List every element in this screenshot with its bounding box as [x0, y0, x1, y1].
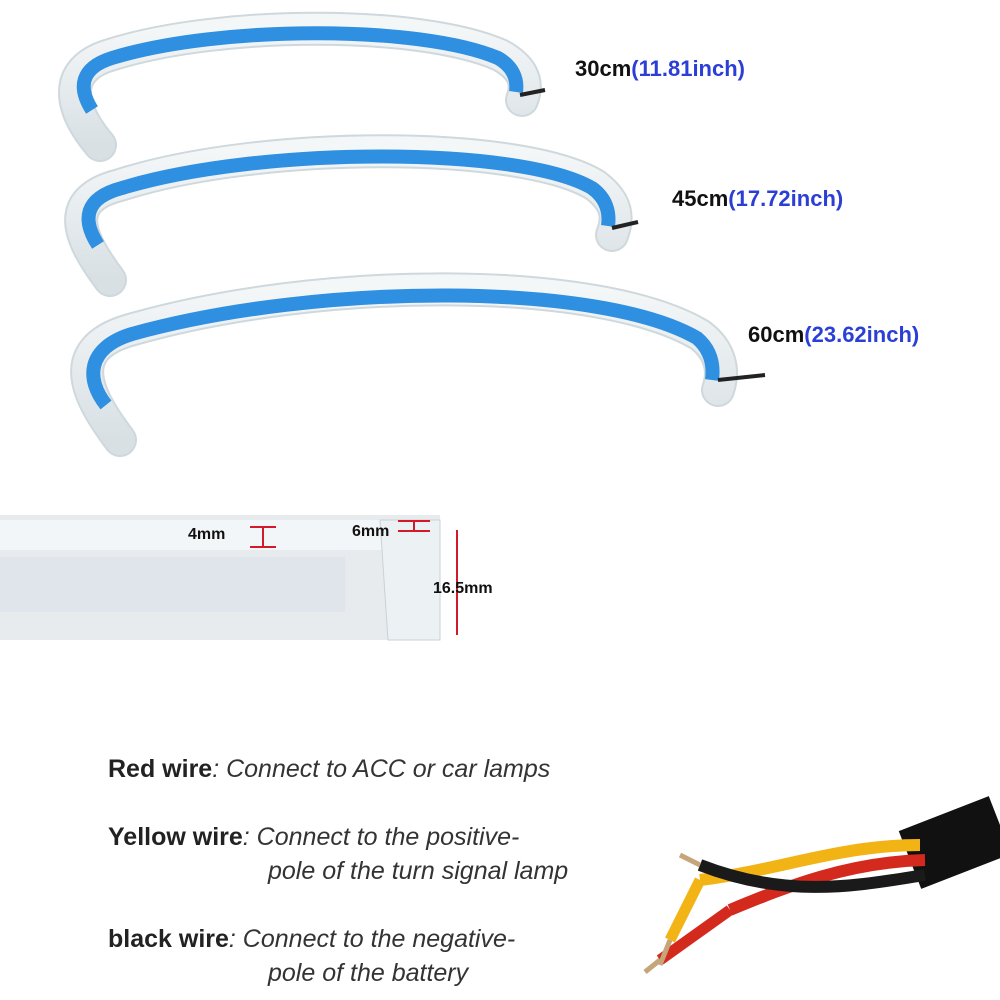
length-label-60cm: 60cm(23.62inch) [748, 322, 920, 347]
dimension-marker-4mm [250, 526, 276, 548]
led-strip-60cm [70, 272, 766, 457]
led-strip-30cm [58, 11, 546, 162]
black-wire [697, 859, 926, 893]
wire-row-red: Red wire: Connect to ACC or car lamps [108, 752, 550, 786]
dimension-label-6mm: 6mm [352, 523, 390, 540]
wire-desc-black: : Connect to the negative- [228, 925, 516, 953]
length-label-45cm: 45cm(17.72inch) [672, 186, 844, 211]
led-strip-45cm [64, 134, 639, 297]
strip-closeup-illustration [0, 515, 458, 641]
dimension-label-16-5mm: 16.5mm [433, 580, 493, 597]
length-label-30cm: 30cm(11.81inch) [575, 56, 745, 81]
wire-row-black: black wire: Connect to the negative- pol… [108, 922, 515, 990]
wire-name-black: black wire [108, 925, 229, 953]
wire-desc-black-cont: pole of the battery [268, 959, 469, 987]
wire-desc-red: : Connect to ACC or car lamps [212, 755, 551, 783]
red-wire [727, 854, 926, 916]
wire-name-red: Red wire [108, 755, 213, 783]
wire-name-yellow: Yellow wire [108, 823, 243, 851]
led-strips-illustration [58, 11, 766, 457]
wire-row-yellow: Yellow wire: Connect to the positive- po… [108, 820, 568, 888]
dimension-marker-6mm [398, 520, 430, 532]
cable-end-60cm [717, 373, 766, 382]
cable-end-30cm [519, 88, 546, 97]
wire-desc-yellow-cont: pole of the turn signal lamp [268, 857, 569, 885]
cable-sheath [898, 796, 1000, 889]
wire-bundle-illustration [643, 796, 1000, 974]
dimension-label-4mm: 4mm [188, 526, 226, 543]
wire-desc-yellow: : Connect to the positive- [242, 823, 520, 851]
cable-end-45cm [611, 220, 639, 230]
